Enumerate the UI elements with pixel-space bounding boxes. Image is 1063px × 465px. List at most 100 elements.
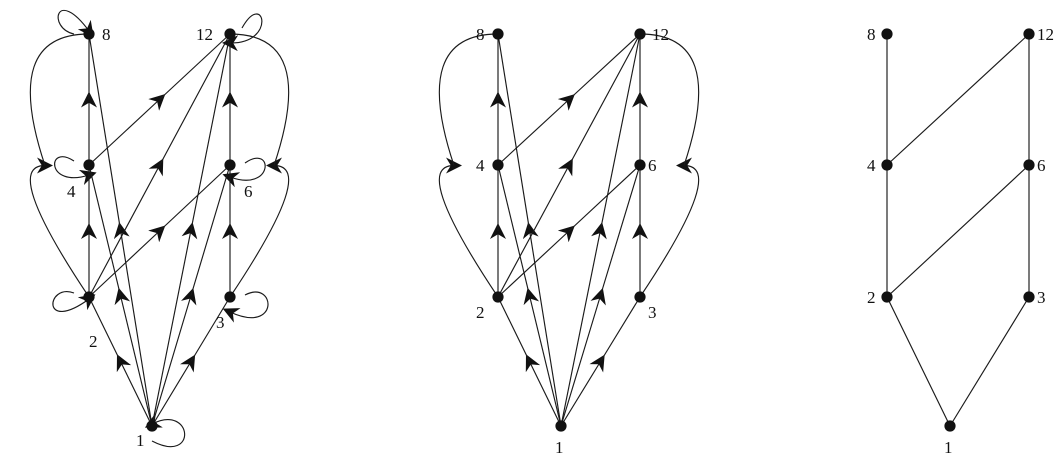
node-12	[634, 28, 646, 40]
edge-1-3-first-half	[151, 354, 196, 427]
edge-2-12-second-half	[568, 33, 641, 166]
node-12	[224, 28, 236, 40]
edge-1-2-second-half	[497, 296, 531, 362]
node-6	[224, 159, 236, 171]
node-label-12: 12	[652, 25, 669, 44]
self-loop-2	[52, 291, 96, 312]
edge-2-12-second-half	[158, 33, 231, 166]
node-label-3: 3	[1037, 288, 1046, 307]
edge-1-8-second-half	[88, 33, 122, 231]
node-label-1: 1	[555, 438, 564, 457]
node-1	[146, 420, 158, 432]
edge-1-4-second-half	[497, 164, 531, 296]
node-3	[1023, 291, 1035, 303]
edge-3-12-second-half	[639, 33, 700, 166]
edge-4-12-second-half	[568, 33, 641, 100]
node-label-2: 2	[867, 288, 876, 307]
edge-4-12	[886, 33, 1030, 166]
node-label-6: 6	[244, 182, 253, 201]
edge-2-8-second-half	[438, 33, 499, 166]
edge-1-6-first-half	[560, 287, 606, 427]
node-label-4: 4	[67, 182, 76, 201]
edge-1-12-first-half	[560, 222, 607, 427]
edge-3-12-first-half	[639, 157, 700, 298]
node-8	[83, 28, 95, 40]
node-2	[492, 291, 504, 303]
self-loop-6	[222, 157, 266, 188]
self-loop-1	[144, 413, 186, 448]
edge-1-2	[886, 296, 951, 427]
node-4	[881, 159, 893, 171]
edge-1-4-first-half	[114, 287, 153, 427]
node-label-3: 3	[648, 303, 657, 322]
node-label-1: 1	[944, 438, 953, 457]
node-label-2: 2	[476, 303, 485, 322]
edge-1-6-second-half	[190, 164, 231, 296]
node-label-8: 8	[476, 25, 485, 44]
edge-4-12-first-half	[497, 94, 575, 166]
self-loop-3	[222, 291, 269, 323]
node-4	[83, 159, 95, 171]
node-3	[634, 291, 646, 303]
self-loop-8	[57, 9, 94, 38]
node-2	[83, 291, 95, 303]
edge-4-12-first-half	[88, 94, 166, 166]
edge-1-12-second-half	[190, 33, 231, 231]
node-label-6: 6	[1037, 156, 1046, 175]
node-label-12: 12	[196, 25, 213, 44]
edge-1-6-second-half	[599, 164, 641, 296]
node-8	[881, 28, 893, 40]
edge-1-12-second-half	[599, 33, 641, 231]
node-1	[944, 420, 956, 432]
edge-1-2-first-half	[116, 354, 153, 427]
node-6	[634, 159, 646, 171]
edge-2-6-second-half	[568, 164, 641, 232]
node-3	[224, 291, 236, 303]
node-2	[881, 291, 893, 303]
node-label-2: 2	[89, 332, 98, 351]
node-label-8: 8	[102, 25, 111, 44]
edge-1-2-second-half	[88, 296, 122, 362]
edge-2-8-second-half	[29, 33, 90, 166]
edge-1-3-second-half	[190, 296, 231, 362]
edge-2-6-first-half	[88, 225, 166, 298]
node-6	[1023, 159, 1035, 171]
edge-2-8-first-half	[29, 157, 90, 298]
edge-3-12-first-half	[229, 157, 290, 298]
edge-2-8-first-half	[438, 157, 499, 298]
edge-1-2-first-half	[525, 354, 562, 427]
node-label-3: 3	[216, 313, 225, 332]
edge-1-6-first-half	[151, 287, 197, 427]
edge-1-12-first-half	[151, 222, 198, 427]
node-label-1: 1	[136, 431, 145, 450]
edge-4-12-second-half	[159, 33, 231, 100]
node-4	[492, 159, 504, 171]
self-loop-12	[222, 13, 263, 52]
edge-1-3-first-half	[560, 354, 605, 427]
self-loop-4	[54, 156, 97, 186]
edge-2-12-first-half	[497, 158, 573, 298]
node-1	[555, 420, 567, 432]
edge-2-6-second-half	[159, 164, 231, 232]
edge-2-6	[886, 164, 1030, 298]
node-label-4: 4	[476, 156, 485, 175]
edge-1-4-second-half	[88, 164, 122, 296]
edge-1-8-first-half	[113, 222, 153, 427]
node-label-6: 6	[648, 156, 657, 175]
edge-1-4-first-half	[523, 287, 562, 427]
node-label-4: 4	[867, 156, 876, 175]
node-label-12: 12	[1037, 25, 1054, 44]
edge-1-3-second-half	[600, 296, 641, 362]
node-8	[492, 28, 504, 40]
node-label-8: 8	[867, 25, 876, 44]
edge-3-12-second-half	[229, 33, 290, 166]
edge-1-8-first-half	[522, 222, 562, 427]
edge-1-3	[949, 296, 1030, 427]
edge-2-6-first-half	[497, 225, 575, 298]
node-12	[1023, 28, 1035, 40]
edge-2-12-first-half	[88, 158, 164, 298]
